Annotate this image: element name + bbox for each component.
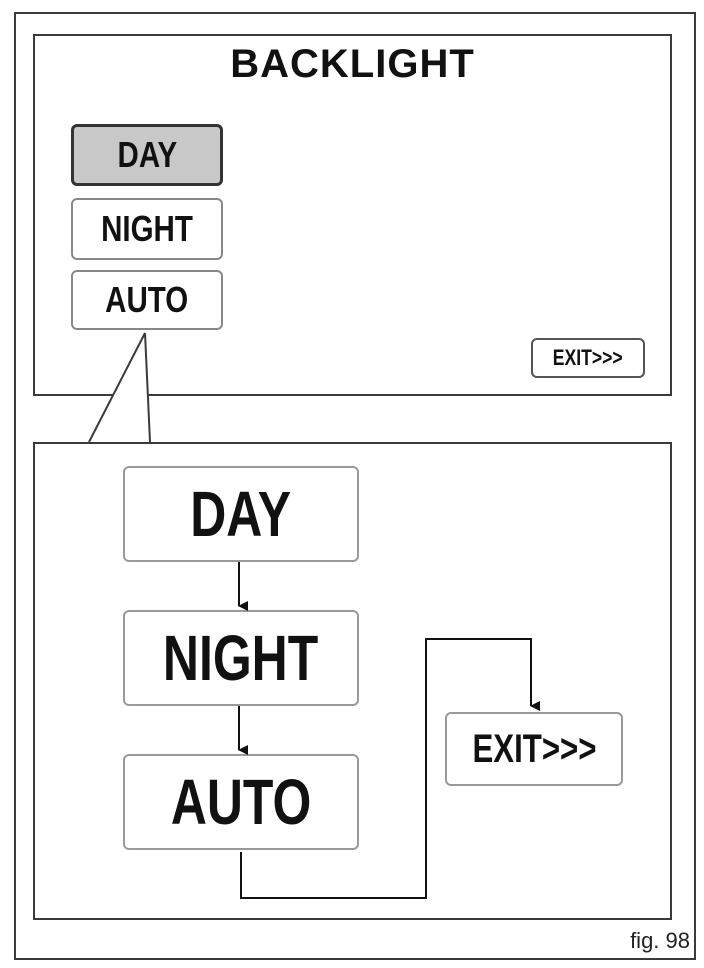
figure-frame bbox=[14, 12, 696, 960]
exit-label: EXIT>>> bbox=[553, 345, 623, 370]
option-night-button[interactable]: NIGHT bbox=[71, 198, 223, 260]
sequence-night-label: NIGHT bbox=[163, 622, 319, 694]
option-night-label: NIGHT bbox=[101, 208, 193, 249]
sequence-exit-label: EXIT>>> bbox=[471, 726, 596, 771]
sequence-exit-box: EXIT>>> bbox=[445, 712, 623, 786]
screen-title: BACKLIGHT bbox=[230, 42, 475, 86]
figure-caption: fig. 98 bbox=[630, 928, 690, 953]
option-auto-label: AUTO bbox=[105, 279, 189, 320]
sequence-auto-box: AUTO bbox=[123, 754, 359, 850]
option-day-label: DAY bbox=[117, 134, 177, 175]
option-auto-button[interactable]: AUTO bbox=[71, 270, 223, 330]
sequence-day-box: DAY bbox=[123, 466, 359, 562]
sequence-auto-label: AUTO bbox=[170, 766, 312, 838]
exit-button[interactable]: EXIT>>> bbox=[531, 338, 645, 378]
sequence-detail-panel: DAY NIGHT AUTO EXIT>>> bbox=[33, 442, 672, 920]
sequence-night-box: NIGHT bbox=[123, 610, 359, 706]
option-day-button[interactable]: DAY bbox=[71, 124, 223, 186]
sequence-day-label: DAY bbox=[190, 478, 292, 550]
backlight-screen: BACKLIGHT DAY NIGHT AUTO EXIT>>> bbox=[33, 34, 672, 396]
